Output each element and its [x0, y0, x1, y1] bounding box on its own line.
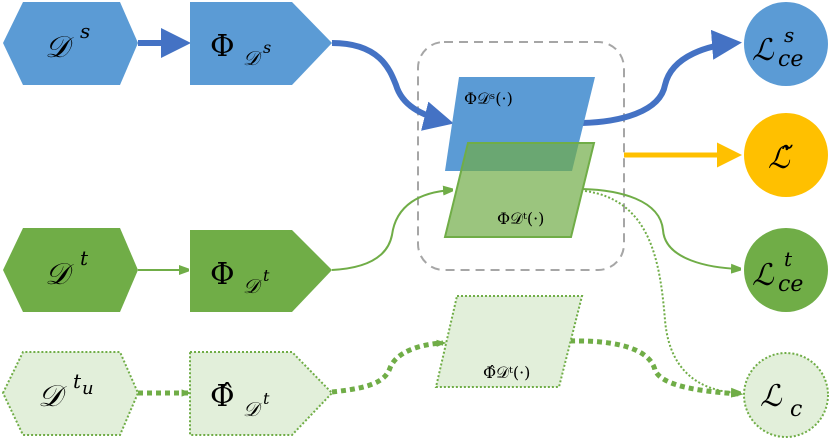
svg-text:ce: ce	[778, 47, 803, 72]
svg-text:Φ𝒟ˢ(·): Φ𝒟ˢ(·)	[464, 89, 513, 108]
svg-text:Φ̂: Φ̂	[210, 379, 235, 414]
edge-hat-feat-to-consistency	[569, 338, 744, 398]
svg-text:u: u	[82, 378, 94, 399]
feature-target: Φ𝒟ᵗ(·)	[443, 142, 596, 238]
svg-text:Φ̂𝒟ᵗ(·): Φ̂𝒟ᵗ(·)	[483, 363, 530, 382]
svg-text:ℒ: ℒ	[760, 379, 783, 414]
loss-target-ce: ℒ t ce	[744, 228, 828, 312]
node-source-net: Φ 𝒟 s	[190, 2, 332, 85]
svg-text:t: t	[80, 246, 89, 270]
node-source-data: 𝒟 s	[3, 2, 138, 85]
loss-tilde: ℒ̃	[744, 113, 828, 197]
svg-text:t: t	[263, 266, 270, 285]
svg-text:s: s	[263, 38, 271, 57]
svg-text:𝒟: 𝒟	[243, 274, 263, 298]
loss-source-ce: ℒ s ce	[744, 2, 828, 86]
node-unlabeled-target-data: 𝒟 t u	[1, 351, 140, 436]
edge-target-feat-to-consistency	[584, 190, 740, 393]
svg-text:ce: ce	[778, 272, 803, 297]
svg-text:s: s	[784, 23, 794, 47]
feature-target-hat: Φ̂𝒟ᵗ(·)	[434, 295, 584, 388]
svg-text:s: s	[80, 19, 90, 43]
shared-feature-box	[417, 41, 625, 271]
loss-consistency: ℒ c	[743, 352, 829, 438]
node-target-data: 𝒟 t	[3, 228, 138, 312]
svg-text:t: t	[73, 369, 82, 393]
svg-text:Φ𝒟ᵗ(·): Φ𝒟ᵗ(·)	[497, 209, 544, 228]
edge-target-feat-to-loss	[581, 188, 740, 269]
node-target-net: Φ 𝒟 t	[190, 230, 332, 312]
svg-text:ℒ: ℒ	[752, 258, 775, 293]
edge-target-net-to-feat	[331, 190, 452, 271]
svg-text:𝒟: 𝒟	[243, 397, 263, 421]
svg-text:ℒ: ℒ	[752, 33, 775, 68]
svg-text:t: t	[263, 389, 270, 408]
svg-text:𝒟: 𝒟	[243, 46, 263, 70]
edge-source-net-to-feat	[331, 40, 454, 131]
svg-text:ℒ̃: ℒ̃	[768, 141, 794, 176]
node-target-net-hat: Φ̂ 𝒟 t	[189, 351, 334, 436]
svg-text:t: t	[784, 247, 793, 271]
svg-text:c: c	[790, 397, 802, 422]
svg-text:Φ: Φ	[210, 257, 235, 292]
svg-text:Φ: Φ	[210, 29, 235, 64]
edge-source-feat-to-loss	[581, 29, 742, 126]
edge-hat-net-to-feat	[331, 339, 447, 395]
